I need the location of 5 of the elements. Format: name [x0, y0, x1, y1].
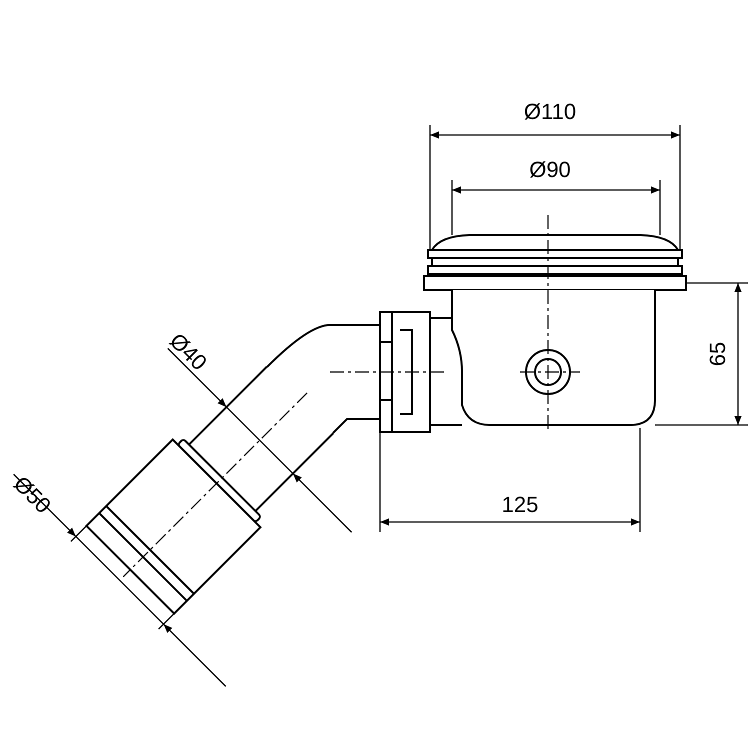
dimension-label: Ø40 [166, 330, 210, 374]
dimension-label: Ø110 [524, 101, 576, 123]
dimension-label: 125 [502, 494, 538, 516]
dimension-label: 65 [707, 342, 729, 366]
dimension-label: Ø90 [529, 159, 571, 181]
